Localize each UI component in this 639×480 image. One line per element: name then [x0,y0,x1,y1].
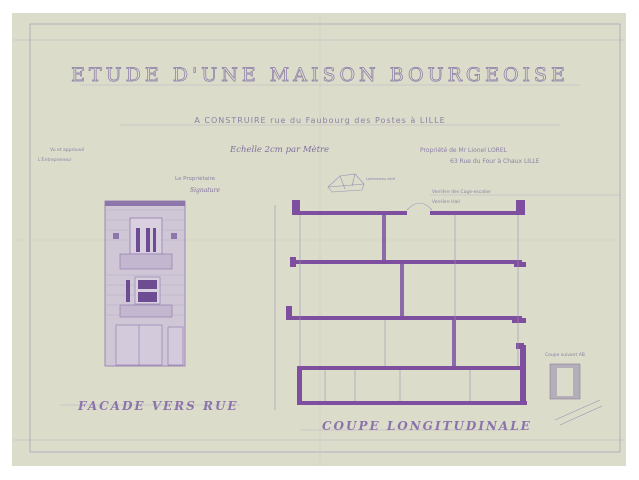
longitudinal-section [274,200,527,410]
address-text: 63 Rue du Four à Chaux LILLE [450,158,540,165]
facade-label: FACADE VERS RUE [77,399,239,413]
note-skylight-stair: Verrière des Cage-escalier [432,188,491,195]
lantern-sketch: Lanterneau vitré [327,173,395,193]
lantern-note: Lanterneau vitré [366,177,395,181]
detail-label: Coupe suivant AB [545,352,585,358]
proprietor-signature: Signature [190,187,220,194]
sheet-subtitle: A CONSTRUIRE rue du Faubourg des Postes … [194,116,445,125]
owner-text: Propriété de Mr Lionel LOREL [420,147,508,154]
detail-section-ab: Coupe suivant AB [545,352,603,426]
sheet-border [29,23,621,453]
proprietor-label: Le Propriétaire [175,175,216,182]
facade-elevation [104,200,186,367]
approval-text: Vu et approuvé [50,146,85,153]
note-skylight-hall: Verrière Hall [432,198,460,205]
sheet-title: ETUDE D'UNE MAISON BOURGEOISE [71,64,569,86]
scale-text: Echelle 2cm par Mètre [229,144,329,155]
contractor-text: L'Entrepreneur [38,157,72,163]
section-label: COUPE LONGITUDINALE [322,419,532,433]
